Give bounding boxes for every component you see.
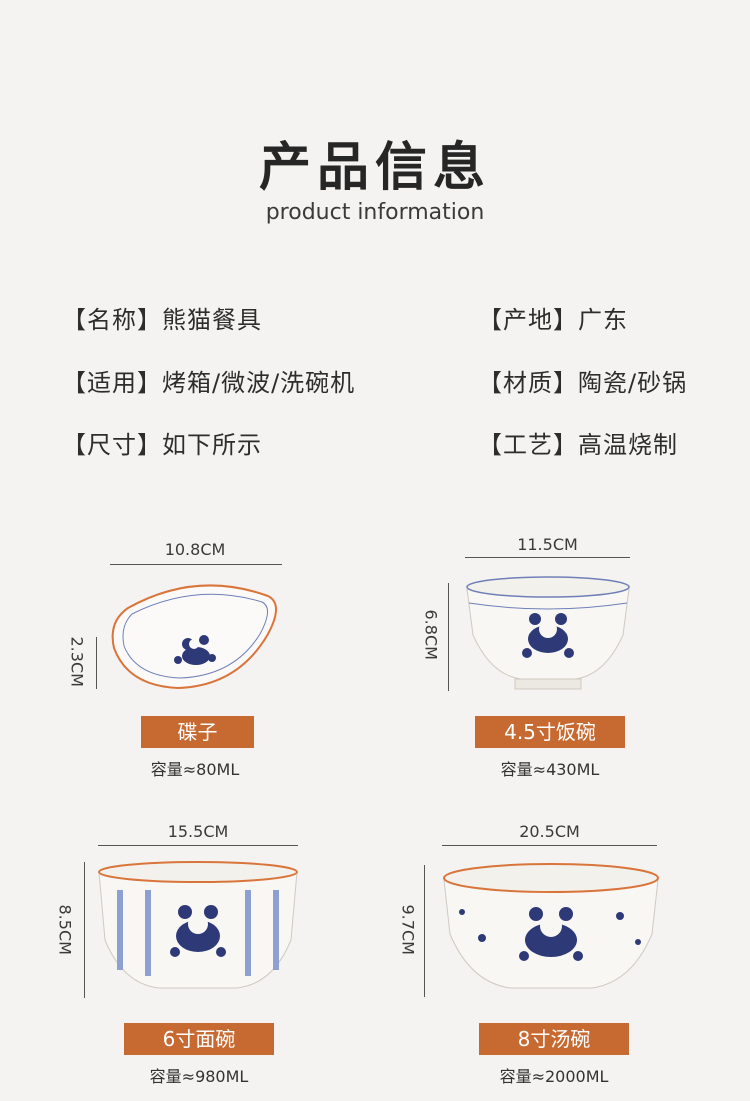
noodle-bowl-height-line [84,862,85,998]
dish-height-label: 2.3CM [67,636,87,687]
noodle-bowl-name-badge: 6寸面碗 [124,1023,274,1055]
noodle-bowl-capacity: 容量≈980ML [149,1067,249,1086]
spec-use: 【适用】烤箱/微波/洗碗机 [62,369,356,397]
page-subtitle: product information [265,200,485,225]
spec-origin: 【产地】广东 [478,306,628,334]
spec-craft: 【工艺】高温烧制 [478,431,678,459]
noodle-bowl-width-line [98,845,298,846]
page-title: 产品信息 [258,137,491,198]
dish-width-label: 10.8CM [164,540,226,559]
soup-bowl-capacity: 容量≈2000ML [499,1067,609,1086]
soup-bowl-width-line [442,845,657,846]
noodle-bowl-image [98,861,298,989]
rice-bowl-height-line [448,583,449,691]
rice-bowl-name-badge: 4.5寸饭碗 [475,716,625,748]
dish-image [111,584,277,690]
soup-bowl-width-label: 20.5CM [519,822,580,841]
dish-width-line [110,564,282,565]
soup-bowl-height-line [424,865,425,997]
spec-material: 【材质】陶瓷/砂锅 [478,369,688,397]
dish-capacity: 容量≈80ML [150,760,240,779]
spec-size: 【尺寸】如下所示 [62,431,262,459]
noodle-bowl-width-label: 15.5CM [167,822,229,841]
rice-bowl-width-line [465,557,630,558]
rice-bowl-height-label: 6.8CM [421,609,441,660]
rice-bowl-capacity: 容量≈430ML [500,760,600,779]
dish-height-line [96,637,97,689]
rice-bowl-width-label: 11.5CM [517,535,578,554]
noodle-bowl-height-label: 8.5CM [55,904,75,955]
rice-bowl-image [466,576,630,690]
soup-bowl-image [443,863,659,989]
dish-name-badge: 碟子 [141,716,254,748]
soup-bowl-name-badge: 8寸汤碗 [479,1023,629,1055]
soup-bowl-height-label: 9.7CM [398,904,418,955]
spec-name: 【名称】熊猫餐具 [62,306,262,334]
